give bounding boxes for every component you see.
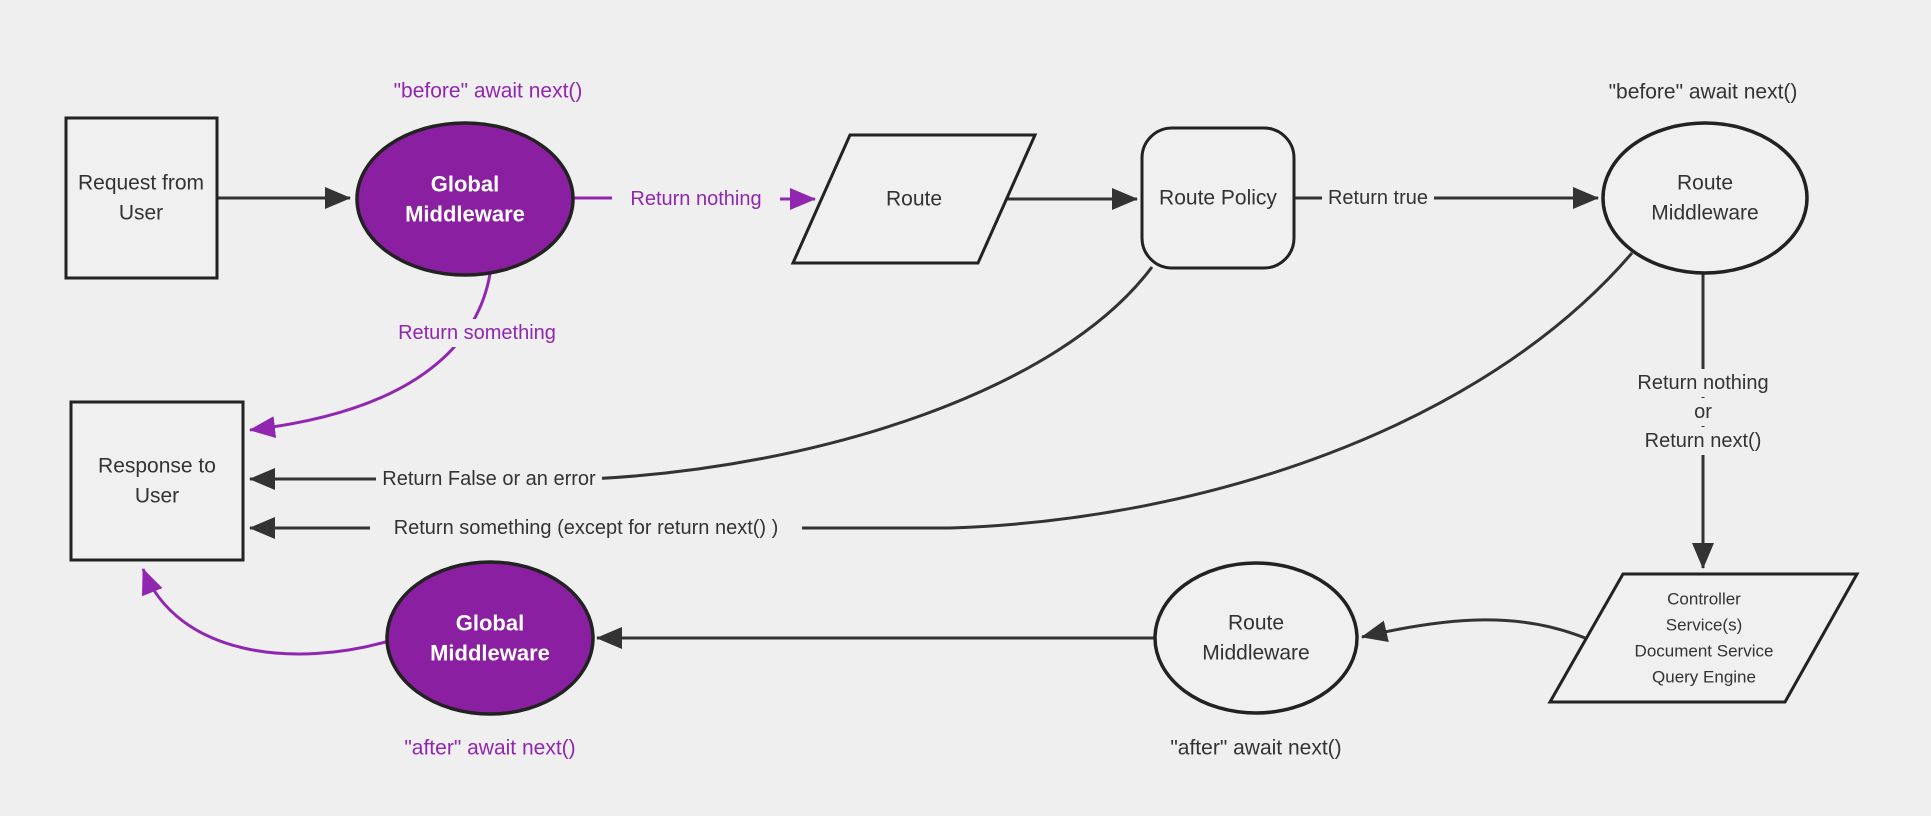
global-middleware-bottom-label-line2: Middleware <box>430 641 550 666</box>
controller-label-line1: Controller <box>1667 590 1741 609</box>
return-nothing-or-line2: or <box>1694 401 1712 423</box>
request-from-user-node <box>64 116 219 280</box>
return-nothing-label-bg <box>612 185 780 213</box>
route-middleware-top-label-line2: Middleware <box>1651 202 1758 225</box>
return-nothing-or-line1-bg <box>1612 369 1794 397</box>
edge-controller-to-route-middleware-bottom <box>1361 618 1586 643</box>
before-await-next-route-label: "before" await next() <box>1609 81 1798 104</box>
return-true-label-bg <box>1322 185 1434 213</box>
route-policy-label: Route Policy <box>1159 187 1277 210</box>
return-nothing-or-line1: Return nothing <box>1637 372 1768 394</box>
route-policy-node <box>1140 126 1296 270</box>
floating-labels: "before" await next() "before" await nex… <box>394 80 1798 760</box>
after-await-next-global-label: "after" await next() <box>404 737 575 760</box>
edges <box>141 187 1714 656</box>
route-middleware-bottom-label-line1: Route <box>1228 612 1284 635</box>
return-false-label: Return False or an error <box>382 468 596 490</box>
request-from-user-label-line2: User <box>119 202 163 225</box>
return-something-label: Return something <box>398 322 556 344</box>
return-false-label-bg <box>376 465 602 493</box>
after-await-next-route-label: "after" await next() <box>1170 737 1341 760</box>
global-middleware-bottom-node <box>385 560 595 716</box>
return-nothing-label: Return nothing <box>630 188 761 210</box>
response-to-user-label-line2: User <box>135 485 179 508</box>
controller-services-node <box>1547 572 1860 704</box>
controller-label-line4: Query Engine <box>1652 668 1756 687</box>
return-nothing-or-line2-bg <box>1680 398 1726 426</box>
return-nothing-or-line3: Return next() <box>1645 430 1762 452</box>
global-middleware-bottom-label-line1: Global <box>456 611 524 636</box>
route-middleware-top-label-line1: Route <box>1677 172 1733 195</box>
global-middleware-top-label-line2: Middleware <box>405 202 525 227</box>
return-something-label-bg <box>382 319 572 347</box>
edge-labels: Return nothing Return true Return nothin… <box>370 185 1794 542</box>
edge-route-middleware-top-to-response <box>249 252 1634 539</box>
edge-route-policy-to-response <box>249 266 1154 490</box>
request-from-user-label-line1: Request from <box>78 172 204 195</box>
global-middleware-top-node <box>355 121 575 277</box>
edge-global-middleware-bottom-to-response <box>141 568 390 656</box>
route-middleware-top-node <box>1601 121 1809 275</box>
route-label: Route <box>886 188 942 211</box>
return-nothing-or-line3-bg <box>1620 427 1786 455</box>
controller-label-line2: Service(s) <box>1666 616 1743 635</box>
return-true-label: Return true <box>1328 187 1428 209</box>
return-something-except-label-bg <box>370 514 802 542</box>
nodes: Request from User Global Middleware Rout… <box>64 116 1860 716</box>
global-middleware-top-label-line1: Global <box>431 172 499 197</box>
return-something-except-label: Return something (except for return next… <box>394 517 779 539</box>
route-middleware-bottom-label-line2: Middleware <box>1202 642 1309 665</box>
route-middleware-bottom-node <box>1153 561 1359 715</box>
response-to-user-node <box>69 400 245 562</box>
route-node <box>790 133 1038 265</box>
edge-global-middleware-top-to-response <box>249 273 492 439</box>
before-await-next-global-label: "before" await next() <box>394 80 583 103</box>
controller-label-line3: Document Service <box>1635 642 1774 661</box>
response-to-user-label-line1: Response to <box>98 455 216 478</box>
